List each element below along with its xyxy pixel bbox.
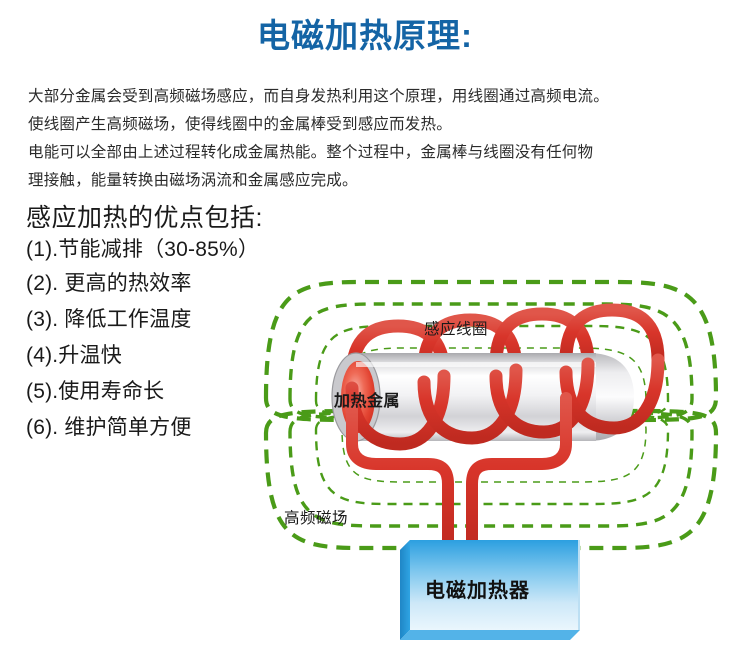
- field-line-outer-1: [263, 279, 719, 423]
- field-line-3-2: [314, 413, 670, 506]
- label-induction-coil: 感应线圈: [424, 321, 489, 338]
- intro-line-4: 理接触，能量转换由磁场涡流和金属感应完成。: [28, 172, 358, 189]
- intro-line-2: 使线圈产生高频磁场，使得线圈中的金属棒受到感应而发热。: [28, 116, 452, 133]
- induction-coil-back: [345, 303, 665, 383]
- label-electromagnetic-heater: 电磁加热器: [425, 580, 530, 602]
- list-item: (2). 更高的热效率: [26, 272, 192, 295]
- electromagnetic-heater-box: [400, 540, 580, 640]
- list-item: (1).节能减排（30-85%）: [26, 238, 260, 261]
- induction-heating-diagram: 感应线圈 加热金属 高频磁场 电磁加热器: [248, 268, 730, 670]
- list-item: (3). 降低工作温度: [26, 308, 192, 331]
- benefits-heading: 感应加热的优点包括:: [26, 204, 263, 232]
- coil-lead-wires: [346, 392, 572, 556]
- list-item: (6). 维护简单方便: [26, 416, 192, 439]
- intro-line-3: 电能可以全部由上述过程转化成金属热能。整个过程中，金属棒与线圈没有任何物: [28, 144, 594, 161]
- benefits-list: (1).节能减排（30-85%） (2). 更高的热效率 (3). 降低工作温度…: [26, 233, 306, 446]
- intro-paragraph: 大部分金属会受到高频磁场感应，而自身发热利用这个原理，用线圈通过高频电流。 使线…: [28, 83, 714, 195]
- diagram-svg: [263, 279, 719, 640]
- field-line-2-2: [288, 411, 694, 528]
- list-item: (4).升温快: [26, 344, 122, 367]
- intro-line-1: 大部分金属会受到高频磁场感应，而自身发热利用这个原理，用线圈通过高频电流。: [28, 88, 609, 105]
- benefits-section: 感应加热的优点包括: (1).节能减排（30-85%） (2). 更高的热效率 …: [26, 203, 306, 446]
- label-high-frequency-field: 高频磁场: [284, 510, 349, 527]
- page-title: 电磁加热原理:: [257, 17, 473, 54]
- field-line-inner-2: [341, 416, 647, 483]
- field-line-outer-2: [263, 408, 719, 551]
- label-heated-metal: 加热金属: [334, 393, 401, 410]
- list-item: (5).使用寿命长: [26, 380, 165, 403]
